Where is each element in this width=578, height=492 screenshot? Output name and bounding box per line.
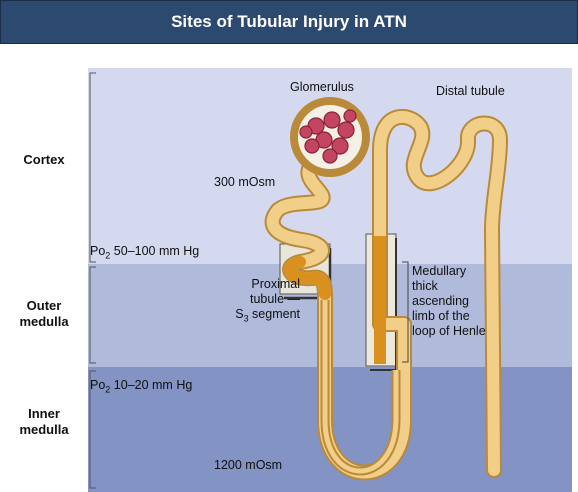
- osm-300-label: 300 mOsm: [214, 175, 276, 189]
- cortex-bracket: [89, 72, 96, 263]
- outer-medulla-label-line2: medulla: [19, 314, 69, 329]
- proximal-tubule-label: Proximal tubule — S3 segment: [235, 277, 300, 324]
- cortex-label: Cortex: [23, 152, 65, 167]
- glomerulus-capillaries: [299, 109, 357, 164]
- medullary-limb-label: Medullary thick ascending limb of the lo…: [412, 264, 486, 338]
- thin-limb: [322, 300, 399, 474]
- distal-tubule-label: Distal tubule: [436, 84, 505, 98]
- outer-medulla-bracket: [89, 266, 96, 364]
- inner-medulla-label: Inner medulla: [6, 406, 82, 438]
- zone-brackets: [89, 72, 96, 489]
- proximal-s3-injury: [284, 256, 331, 300]
- po2-high-label: Po2 50–100 mm Hg: [90, 244, 200, 261]
- outer-medulla-label-line1: Outer: [26, 298, 62, 313]
- po2-low-label: Po2 10–20 mm Hg: [90, 378, 193, 395]
- inner-medulla-label-line2: medulla: [19, 422, 69, 437]
- osm-1200-label: 1200 mOsm: [214, 458, 283, 472]
- glomerulus-label: Glomerulus: [290, 80, 354, 94]
- outer-medulla-label: Outer medulla: [6, 298, 82, 330]
- diagram-title: Sites of Tubular Injury in ATN: [0, 0, 578, 44]
- inner-medulla-bracket: [89, 370, 96, 489]
- inner-medulla-label-line1: Inner: [28, 406, 60, 421]
- medullary-label-bracket: [402, 261, 409, 363]
